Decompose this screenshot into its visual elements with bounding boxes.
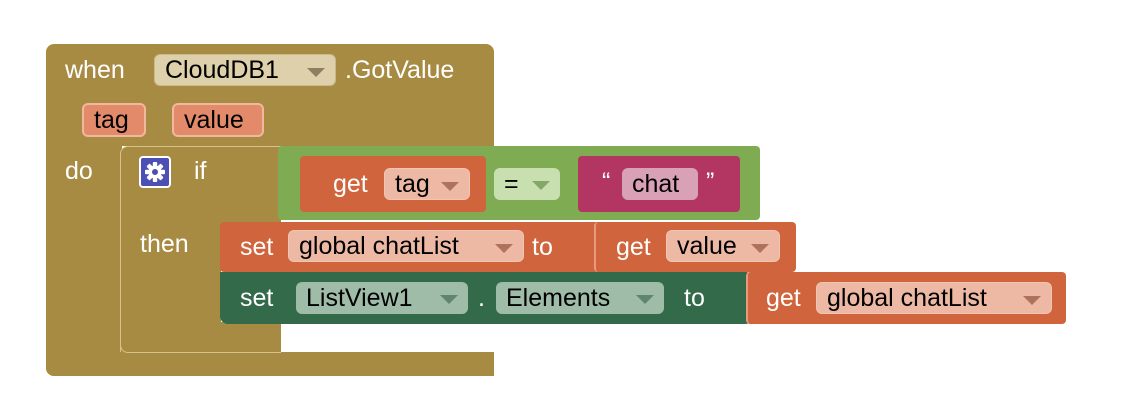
- operator-dropdown[interactable]: =: [494, 168, 560, 200]
- param-value[interactable]: value: [172, 103, 264, 137]
- if-block-footer: [120, 322, 281, 353]
- set-listview-set-label: set: [240, 284, 274, 312]
- event-block-footer: [46, 352, 494, 376]
- event-block-arm: [46, 140, 122, 376]
- elements-property-label: Elements: [506, 284, 611, 312]
- get-global-get-label: get: [766, 284, 801, 312]
- dot-label: .: [478, 284, 485, 312]
- text-chat-field[interactable]: chat: [622, 168, 698, 200]
- global-var-label: global chatList: [299, 232, 459, 260]
- quote-close: ”: [706, 168, 715, 196]
- var-tag-dropdown[interactable]: tag: [384, 168, 470, 200]
- global-chatlist-label: global chatList: [827, 284, 987, 312]
- global-chatlist-dropdown[interactable]: global chatList: [816, 282, 1052, 314]
- component-dropdown-label: CloudDB1: [165, 56, 279, 84]
- param-tag-label: tag: [94, 106, 129, 134]
- if-label: if: [194, 157, 207, 185]
- quote-open: “: [602, 168, 611, 196]
- set-global-set-label: set: [240, 233, 274, 261]
- operator-label: =: [504, 170, 519, 198]
- listview-component-dropdown[interactable]: ListView1: [296, 282, 468, 314]
- then-label: then: [140, 230, 189, 258]
- set-global-to-label: to: [532, 233, 553, 261]
- param-tag[interactable]: tag: [82, 103, 146, 137]
- do-label: do: [65, 157, 93, 185]
- elements-property-dropdown[interactable]: Elements: [496, 282, 664, 314]
- param-value-label: value: [184, 106, 244, 134]
- var-tag-label: tag: [395, 170, 430, 198]
- text-chat-label: chat: [632, 170, 680, 198]
- gear-icon[interactable]: [139, 156, 171, 188]
- when-label: when: [65, 56, 125, 84]
- value-var-label: value: [677, 232, 737, 260]
- component-dropdown[interactable]: CloudDB1: [154, 54, 336, 86]
- value-var-dropdown[interactable]: value: [666, 230, 780, 262]
- event-name-label: .GotValue: [345, 56, 455, 84]
- global-var-dropdown[interactable]: global chatList: [288, 230, 524, 262]
- listview-component-label: ListView1: [306, 284, 413, 312]
- set-listview-to-label: to: [684, 284, 705, 312]
- get-tag-get-label: get: [333, 170, 368, 198]
- get-value-get-label: get: [616, 233, 651, 261]
